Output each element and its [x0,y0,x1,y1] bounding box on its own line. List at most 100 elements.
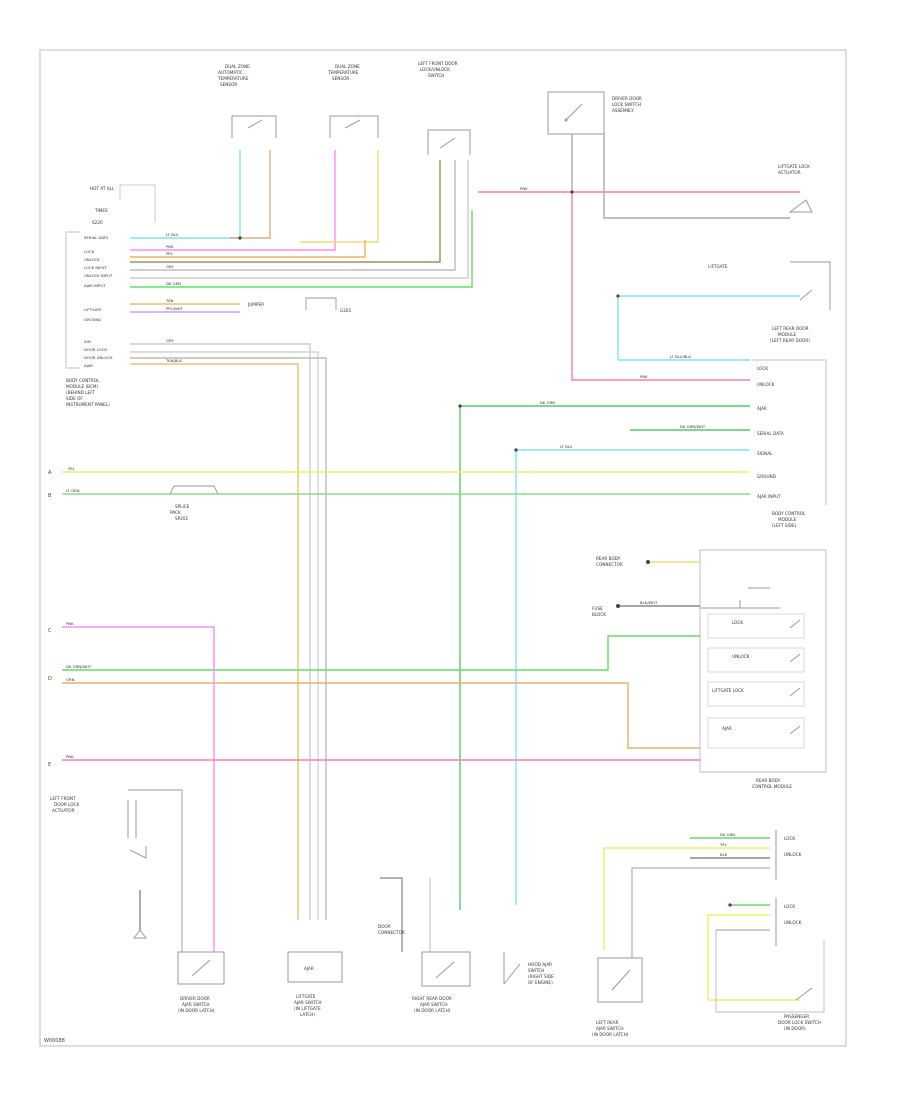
wire-gry-top-1 [130,160,456,271]
master-switch-module: DRIVER DOOR LOCK SWITCH ASSEMBLY [547,91,642,135]
svg-text:DRIVER DOOR: DRIVER DOOR [180,996,210,1001]
bcm-pin-11: DOOR UNLOCK [84,355,113,360]
svg-text:CONNECTOR: CONNECTOR [378,930,405,935]
svg-text:DK GRN/WHT: DK GRN/WHT [66,664,92,669]
svg-text:LIFTGATE: LIFTGATE [296,994,316,999]
bcm-pin-8: GROUND [84,317,101,322]
liftgate-lock-actuator: LIFTGATE LOCK ACTUATOR [778,164,813,213]
svg-text:PNK: PNK [640,374,648,379]
svg-text:SWITCH: SWITCH [528,968,544,973]
bcm-pin-10: DOOR LOCK [84,347,107,352]
svg-text:(IN LIFTGATE: (IN LIFTGATE [294,1006,321,1011]
rear-control-module: LOCK UNLOCK LIFTGATE LOCK AJAR REAR BODY… [699,549,827,789]
svg-text:LEFT REAR: LEFT REAR [596,1020,619,1025]
wire-dk-olive-top [130,160,441,263]
svg-text:SPLICE: SPLICE [175,504,190,509]
svg-text:YEL: YEL [720,842,728,847]
times-label: TIMES [94,208,108,213]
svg-text:LIFTGATE LOCK: LIFTGATE LOCK [778,164,810,169]
wire-pnk-vertical [571,192,750,381]
svg-text:RIGHT REAR DOOR: RIGHT REAR DOOR [412,996,452,1001]
svg-text:ACTUATOR: ACTUATOR [52,808,75,813]
svg-text:LOCK/UNLOCK: LOCK/UNLOCK [420,67,450,72]
hood-ajar-switch: HOOD AJAR SWITCH (RIGHT SIDE OF ENGINE) [503,952,554,985]
svg-text:(IN DOOR LATCH): (IN DOOR LATCH) [178,1008,215,1013]
wire-gry-master-2 [603,134,790,219]
svg-text:AJAR SWITCH: AJAR SWITCH [182,1002,210,1007]
svg-text:HOOD AJAR: HOOD AJAR [528,962,552,967]
door-connector-note: DOOR CONNECTOR [378,924,405,935]
svg-text:SENSOR: SENSOR [332,76,349,81]
wire-yel-br-2 [707,914,770,1000]
svg-text:UNLOCK: UNLOCK [784,852,802,857]
wire-pnk-rear-left [62,626,215,952]
jumper-detail: JUMPER G201 [247,297,352,313]
bcm-pin-2: LOCK [84,249,95,254]
wire-gry-bcm-1 [130,343,311,920]
svg-text:LATCH): LATCH) [300,1012,315,1017]
wire-blk-center [380,877,403,952]
wire-gry-br [631,867,770,958]
svg-text:REAR BODY: REAR BODY [756,778,781,783]
svg-text:BLK: BLK [720,852,728,857]
svg-text:PNK: PNK [166,244,174,249]
diagram-footer-id: W00088 [44,1038,65,1044]
svg-text:LOCK: LOCK [784,836,795,841]
wire-orn-top [130,240,366,258]
bcm-pin-5: UNLOCK INPUT [84,273,113,278]
svg-text:PPL/WHT: PPL/WHT [166,306,184,311]
svg-text:LIFTGATE LOCK: LIFTGATE LOCK [712,688,744,693]
svg-text:OF ENGINE): OF ENGINE) [528,980,553,985]
svg-text:GRY: GRY [166,264,174,269]
wire-tan-top [230,150,271,239]
svg-text:PNK: PNK [520,186,528,191]
svg-text:REAR BODY: REAR BODY [596,556,621,561]
svg-text:LEFT REAR DOOR: LEFT REAR DOOR [772,326,809,331]
svg-text:PACK: PACK [170,510,181,515]
svg-text:FUSE: FUSE [592,606,603,611]
wire-pnk-top [130,150,336,251]
wire-gry-bcm-2 [130,351,319,920]
svg-text:PNK: PNK [66,621,74,626]
diagram-border [39,49,847,1047]
svg-text:PPL: PPL [166,251,174,256]
driver-door-ajar-switch: DRIVER DOOR AJAR SWITCH (IN DOOR LATCH) [177,951,225,1013]
wire-orn-rear [62,682,700,749]
svg-text:LIFTGATE: LIFTGATE [708,264,728,269]
svg-text:BLOCK: BLOCK [592,612,606,617]
svg-text:AJAR INPUT: AJAR INPUT [757,494,781,499]
svg-text:(IN DOOR): (IN DOOR) [784,1026,806,1031]
svg-text:BODY CONTROL: BODY CONTROL [772,511,806,516]
svg-text:YEL: YEL [68,466,76,471]
connector-id-b: B [48,493,52,499]
svg-text:(LEFT REAR DOOR): (LEFT REAR DOOR) [770,338,810,343]
splice-points [238,190,732,907]
svg-text:PASSENGER: PASSENGER [784,1014,809,1019]
dual-temp-sensor-right: DUAL ZONE TEMPERATURE SENSOR [327,64,379,138]
svg-text:DRIVER DOOR: DRIVER DOOR [612,96,642,101]
svg-text:ACTUATOR: ACTUATOR [778,170,801,175]
wire-orn-bcm [130,363,299,920]
svg-text:(IN DOOR LATCH): (IN DOOR LATCH) [592,1032,629,1037]
wire-labels: LT BLU PNK PPL GRY DK GRN TAN PPL/WHT GR… [66,186,735,857]
wire-yel-br [603,847,770,950]
svg-text:LEFT FRONT: LEFT FRONT [50,796,76,801]
bcm-label-line-2: MODULE (BCM) [66,384,98,389]
bcm-pin-7: LIFTGATE [84,307,102,312]
svg-text:MODULE: MODULE [778,332,797,337]
svg-text:SP201: SP201 [175,516,189,521]
left-front-door-actuator: LEFT FRONT DOOR LOCK ACTUATOR [50,796,147,939]
svg-text:DOOR LOCK: DOOR LOCK [54,802,79,807]
wire-yel-top [300,150,379,243]
svg-text:PNK: PNK [66,754,74,759]
svg-text:DOOR LOCK SWITCH: DOOR LOCK SWITCH [778,1020,821,1025]
svg-text:TEMPERATURE: TEMPERATURE [217,76,249,81]
connector-id-c: C [48,628,52,634]
splice-label: S220 [92,220,103,225]
svg-text:UNLOCK: UNLOCK [784,920,802,925]
bcm-label-line-4: SIDE OF [66,396,83,401]
dual-temp-sensor-left: DUAL ZONE AUTOMATIC TEMPERATURE SENSOR [217,64,277,138]
svg-text:DK GRN: DK GRN [166,281,181,286]
wire-gry-bcm-3 [130,357,327,920]
svg-text:GROUND: GROUND [757,474,776,479]
